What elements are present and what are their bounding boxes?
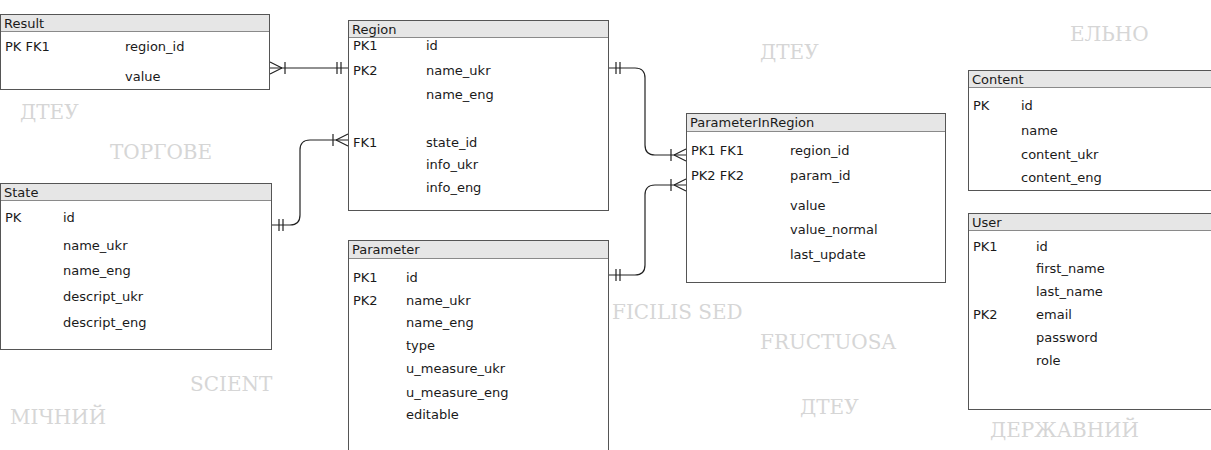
column-name: role (1036, 353, 1061, 369)
key-marker: PK (973, 98, 989, 114)
cardinality-mark (284, 62, 285, 74)
column-name: name_ukr (426, 63, 490, 79)
column-name: id (406, 270, 418, 286)
cardinality-mark (336, 62, 337, 74)
watermark-text: FRUCTUOSA (760, 330, 896, 354)
column-name: region_id (125, 39, 184, 55)
watermark-text: SCIENT (190, 372, 272, 396)
cardinality-mark (670, 149, 671, 161)
entity-table: RegionPK1 idPK2 name_ukr name_engFK1 state_i… (348, 20, 609, 211)
column-name: name_ukr (63, 238, 127, 254)
column-name: value (125, 69, 161, 85)
key-marker: PK1 (973, 239, 998, 255)
table-name: Parameter (349, 241, 608, 259)
column-name: editable (406, 407, 459, 423)
table-name: User (969, 214, 1211, 231)
table-name: Region (349, 21, 608, 38)
relationship-path (609, 185, 686, 275)
cardinality-mark (336, 134, 348, 140)
key-marker: PK1 (353, 38, 378, 54)
entity-table: Result PK FK1 region_idvalue (0, 14, 270, 90)
cardinality-mark (282, 219, 283, 231)
column-name: id (63, 210, 75, 226)
column-name: id (426, 38, 438, 54)
cardinality-mark (619, 269, 620, 281)
cardinality-mark (340, 62, 341, 74)
entity-table: ParameterPK1 idPK2 name_ukr name_engtype u_m… (348, 240, 609, 450)
column-name: info_eng (426, 180, 481, 196)
watermark-text: ДТЕУ (760, 40, 819, 64)
cardinality-mark (674, 155, 686, 161)
watermark-text: ДТЕУ (20, 100, 79, 124)
key-marker: PK2 (353, 293, 378, 309)
relationship-path (609, 68, 686, 155)
table-name: State (1, 184, 271, 201)
entity-table: UserPK1 id first_name last_namePK2 email pass… (968, 213, 1211, 410)
column-name: param_id (790, 168, 851, 184)
cardinality-mark (674, 179, 686, 185)
column-name: region_id (790, 143, 849, 159)
relationship-line (270, 62, 348, 74)
column-name: id (1036, 239, 1048, 255)
watermark-text: ТОРГОВЕ (110, 140, 212, 164)
watermark-text: ДТЕУ (800, 395, 859, 419)
column-name: content_eng (1021, 170, 1102, 186)
relationship-line (609, 179, 686, 281)
column-name: info_ukr (426, 157, 478, 173)
table-name: ParameterInRegion (687, 114, 945, 132)
cardinality-mark (336, 140, 348, 146)
entity-table: StatePK id name_ukr name_eng descript_ukrdes… (0, 183, 272, 350)
relationship-path (272, 140, 348, 225)
entity-table: ContentPK id name content_ukr content_eng (968, 70, 1211, 191)
relationship-line (609, 62, 686, 161)
watermark-text: ДЕРЖАВНИЙ (990, 418, 1139, 442)
key-marker: PK1 (353, 270, 378, 286)
column-name: password (1036, 330, 1098, 346)
cardinality-mark (670, 179, 671, 191)
column-name: type (406, 338, 435, 354)
watermark-text: ЕЛЬНО (1070, 22, 1149, 46)
column-name: name_ukr (406, 293, 470, 309)
column-name: u_measure_ukr (406, 361, 505, 377)
cardinality-mark (615, 269, 616, 281)
key-marker: PK FK1 (5, 39, 50, 55)
cardinality-mark (270, 68, 282, 74)
column-name: descript_eng (63, 315, 146, 331)
column-name: last_name (1036, 284, 1103, 300)
column-name: name (1021, 123, 1058, 139)
column-name: state_id (426, 135, 477, 151)
column-name: first_name (1036, 261, 1105, 277)
cardinality-mark (674, 149, 686, 155)
watermark-text: МІЧНИЙ (10, 405, 106, 429)
column-name: name_eng (63, 263, 131, 279)
cardinality-mark (619, 62, 620, 74)
column-name: last_update (790, 247, 866, 263)
column-name: content_ukr (1021, 147, 1098, 163)
key-marker: PK1 FK1 (691, 143, 744, 159)
table-name: Result (1, 15, 269, 32)
key-marker: PK2 (353, 63, 378, 79)
column-name: value_normal (790, 222, 878, 238)
cardinality-mark (270, 62, 282, 68)
column-name: name_eng (426, 87, 494, 103)
cardinality-mark (332, 134, 333, 146)
column-name: email (1036, 307, 1072, 323)
cardinality-mark (674, 185, 686, 191)
column-name: value (790, 198, 826, 214)
cardinality-mark (615, 62, 616, 74)
column-name: name_eng (406, 315, 474, 331)
key-marker: PK2 (973, 307, 998, 323)
key-marker: PK2 FK2 (691, 168, 744, 184)
cardinality-mark (278, 219, 279, 231)
key-marker: PK (5, 210, 21, 226)
table-name: Content (969, 71, 1211, 88)
watermark-text: FICILIS SED (612, 300, 743, 324)
column-name: descript_ukr (63, 289, 143, 305)
entity-table: ParameterInRegionPK1 FK1 region_idPK2 FK2… (686, 113, 946, 283)
key-marker: FK1 (353, 135, 377, 151)
relationship-line (272, 134, 348, 231)
column-name: u_measure_eng (406, 385, 508, 401)
column-name: id (1021, 98, 1033, 114)
